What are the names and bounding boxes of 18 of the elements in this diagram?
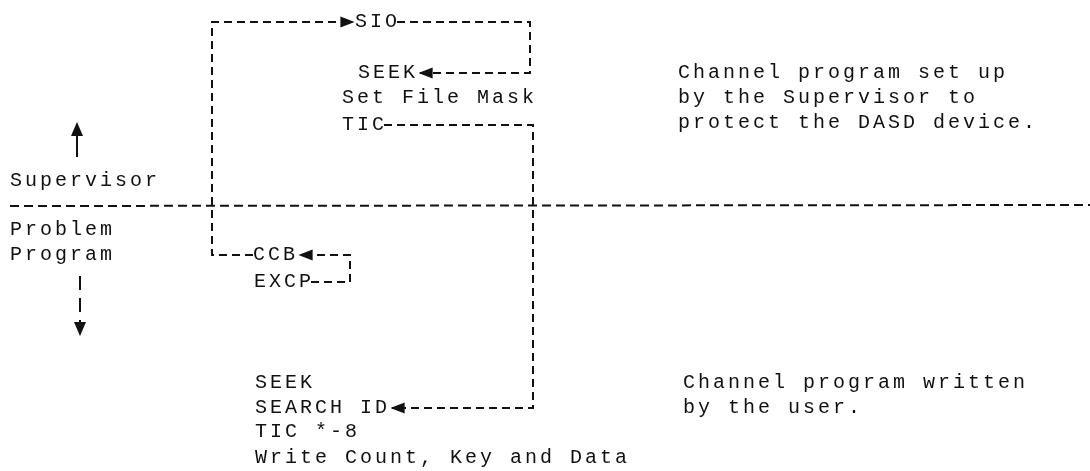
instruction-text: TIC	[342, 113, 387, 137]
instruction-text: CCB	[253, 243, 298, 267]
instruction-text: SIO	[355, 10, 400, 34]
instruction-text: EXCP	[254, 270, 314, 294]
note-text: Problem Program	[10, 217, 116, 267]
arrow	[298, 249, 351, 283]
instruction-text: SEARCH ID	[255, 396, 391, 420]
note-text: Channel program written by the user.	[683, 370, 1030, 420]
arrow	[211, 16, 355, 256]
instruction-text: Set File Mask	[342, 86, 538, 110]
instruction-text: SEEK	[255, 371, 315, 395]
note-text: Supervisor	[10, 168, 162, 193]
note-text: Channel program set up by the Supervisor to protect the DASD device.	[678, 60, 1040, 135]
arrow	[396, 21, 531, 79]
arrow	[383, 124, 534, 414]
instruction-text: TIC *-8	[255, 420, 360, 444]
instruction-text: SEEK	[358, 61, 418, 85]
instruction-text: Write Count, Key and Data	[255, 446, 631, 470]
